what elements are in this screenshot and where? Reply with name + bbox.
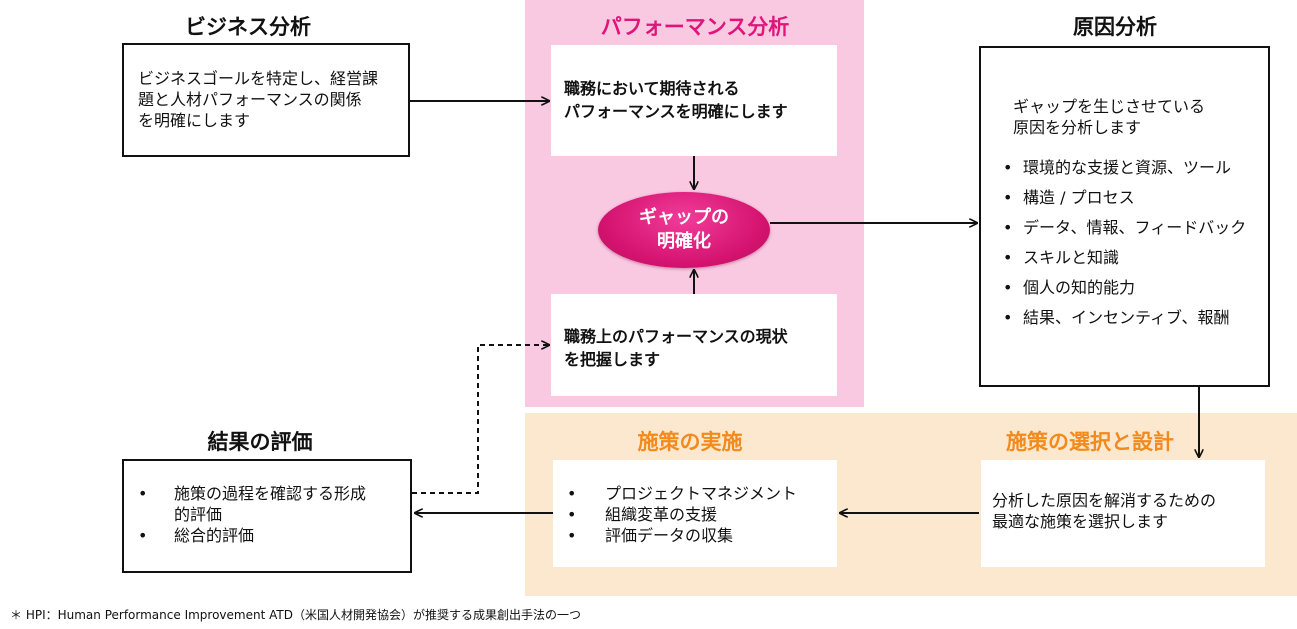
evaluation-item: 施策の過程を確認する形成 的評価	[134, 483, 410, 525]
design-line-1: 分析した原因を解消するための	[992, 491, 1217, 510]
business-line-1: ビジネスゴールを特定し、経営課	[138, 69, 379, 88]
implementation-item: 組織変革の支援	[563, 504, 837, 525]
dashed-arrow-evaluation-to-current	[412, 345, 549, 494]
current-line-2: を把握します	[564, 350, 661, 369]
cause-item: 個人の知的能力	[999, 277, 1268, 298]
cause-line-2: 原因を分析します	[1013, 118, 1142, 137]
gap-line-2: 明確化	[657, 231, 711, 252]
result-evaluation-box: 施策の過程を確認する形成 的評価 総合的評価	[122, 459, 412, 573]
cause-analysis-box: ギャップを生じさせている 原因を分析します 環境的な支援と資源、ツール 構造 /…	[979, 46, 1270, 387]
current-performance-box: 職務上のパフォーマンスの現状 を把握します	[551, 294, 837, 396]
implementation-item: 評価データの収集	[563, 525, 837, 546]
cause-item: データ、情報、フィードバック	[999, 217, 1268, 238]
design-title: 施策の選択と設計	[1006, 430, 1174, 454]
business-line-3: を明確にします	[138, 111, 251, 130]
performance-analysis-title: パフォーマンス分析	[600, 15, 790, 39]
business-line-2: 題と人材パフォーマンスの関係	[138, 90, 362, 109]
cause-item: スキルと知識	[999, 247, 1268, 268]
expected-line-2: パフォーマンスを明確にします	[564, 102, 788, 121]
cause-item: 構造 / プロセス	[999, 187, 1268, 208]
implementation-box: プロジェクトマネジメント 組織変革の支援 評価データの収集	[553, 460, 837, 567]
evaluation-list: 施策の過程を確認する形成 的評価 総合的評価	[134, 483, 410, 546]
result-evaluation-title: 結果の評価	[207, 430, 313, 454]
expected-performance-box: 職務において期待される パフォーマンスを明確にします	[551, 45, 837, 156]
business-analysis-box: ビジネスゴールを特定し、経営課 題と人材パフォーマンスの関係 を明確にします	[122, 43, 410, 157]
cause-list: 環境的な支援と資源、ツール 構造 / プロセス データ、情報、フィードバック ス…	[999, 157, 1268, 328]
cause-line-1: ギャップを生じさせている	[1013, 97, 1206, 116]
cause-item: 環境的な支援と資源、ツール	[999, 157, 1268, 178]
gap-clarification-ellipse: ギャップの 明確化	[598, 192, 770, 268]
business-analysis-title: ビジネス分析	[185, 15, 311, 39]
current-line-1: 職務上のパフォーマンスの現状	[564, 327, 788, 346]
cause-analysis-title: 原因分析	[1073, 15, 1157, 39]
implementation-item: プロジェクトマネジメント	[563, 483, 837, 504]
cause-item: 結果、インセンティブ、報酬	[999, 307, 1268, 328]
implementation-title: 施策の実施	[637, 430, 743, 454]
design-line-2: 最適な施策を選択します	[992, 512, 1169, 531]
implementation-list: プロジェクトマネジメント 組織変革の支援 評価データの収集	[563, 483, 837, 546]
footnote: ＊ HPI：Human Performance Improvement ATD（…	[10, 608, 581, 622]
expected-line-1: 職務において期待される	[564, 79, 740, 98]
design-box: 分析した原因を解消するための 最適な施策を選択します	[981, 460, 1265, 567]
evaluation-item: 総合的評価	[134, 525, 410, 546]
gap-line-1: ギャップの	[639, 207, 729, 228]
